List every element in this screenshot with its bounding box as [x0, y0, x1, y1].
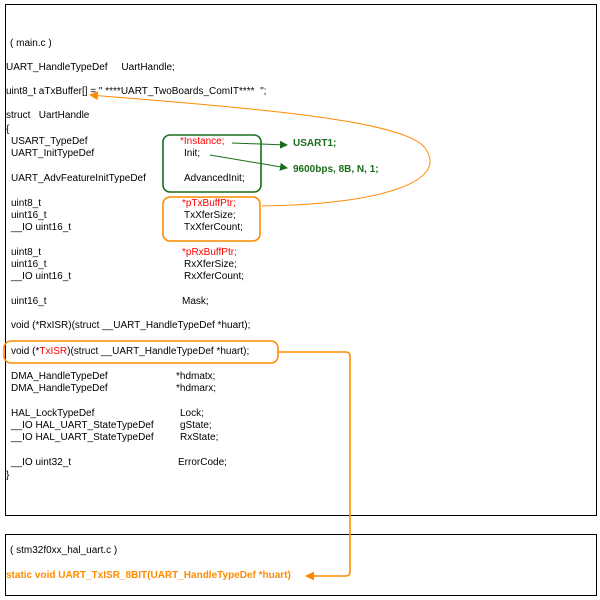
hal-filename: ( stm32f0xx_hal_uart.c ): [10, 545, 118, 556]
handle-declaration: UART_HandleTypeDef UartHandle;: [6, 62, 175, 73]
field-name-txxfersize: TxXferSize;: [184, 210, 236, 221]
field-name-advancedinit: AdvancedInit;: [184, 173, 245, 184]
field-name-prxbuffptr: *pRxBuffPtr;: [182, 247, 237, 258]
txisr-name: TxISR: [39, 346, 68, 357]
struct-header: struct UartHandle: [6, 110, 90, 121]
txisr-line: void (*TxISR)(struct __UART_HandleTypeDe…: [11, 346, 249, 358]
field-type: uint8_t: [11, 198, 42, 209]
field-type: uint16_t: [11, 210, 47, 221]
field-type: uint8_t: [11, 247, 42, 258]
field-name-hdmatx: *hdmatx;: [176, 371, 216, 382]
field-name-mask: Mask;: [182, 296, 209, 307]
field-type: __IO uint32_t: [11, 457, 72, 468]
field-name-hdmarx: *hdmarx;: [176, 383, 217, 394]
field-name-rxxfercount: RxXferCount;: [184, 271, 245, 282]
field-type: UART_AdvFeatureInitTypeDef: [11, 173, 146, 184]
buffer-declaration: uint8_t aTxBuffer[] = " ****UART_TwoBoar…: [6, 86, 267, 97]
instance-value-label: USART1;: [293, 138, 337, 149]
field-type: DMA_HandleTypeDef: [11, 371, 108, 382]
field-name-instance: *Instance;: [180, 136, 225, 147]
field-type: __IO HAL_UART_StateTypeDef: [11, 420, 154, 431]
txisr-function: static void UART_TxISR_8BIT(UART_HandleT…: [6, 570, 291, 581]
txisr-suffix: )(struct __UART_HandleTypeDef *huart);: [67, 346, 250, 357]
field-type: __IO uint16_t: [11, 222, 72, 233]
field-name-txxfercount: TxXferCount;: [184, 222, 243, 233]
field-name-ptxbuffptr: *pTxBuffPtr;: [182, 198, 236, 209]
field-type: HAL_LockTypeDef: [11, 408, 95, 419]
field-type: __IO HAL_UART_StateTypeDef: [11, 432, 154, 443]
field-type: USART_TypeDef: [11, 136, 88, 147]
field-type: UART_InitTypeDef: [11, 148, 95, 159]
struct-open-brace: {: [6, 124, 10, 135]
hal-uart-panel: [5, 534, 597, 596]
struct-close-brace: }: [6, 470, 10, 481]
field-name-init: Init;: [184, 148, 201, 159]
field-name-gstate: gState;: [180, 420, 212, 431]
field-type: DMA_HandleTypeDef: [11, 383, 108, 394]
field-type: uint16_t: [11, 259, 47, 270]
init-value-label: 9600bps, 8B, N, 1;: [293, 164, 379, 175]
field-name-rxxfersize: RxXferSize;: [184, 259, 237, 270]
field-type: uint16_t: [11, 296, 47, 307]
field-type: __IO uint16_t: [11, 271, 72, 282]
txisr-prefix: void (*: [11, 346, 40, 357]
field-name-lock: Lock;: [180, 408, 204, 419]
field-name-errorcode: ErrorCode;: [178, 457, 227, 468]
main-filename: ( main.c ): [10, 38, 52, 49]
field-name-rxstate: RxState;: [180, 432, 219, 443]
rxisr-line: void (*RxISR)(struct __UART_HandleTypeDe…: [11, 320, 251, 331]
